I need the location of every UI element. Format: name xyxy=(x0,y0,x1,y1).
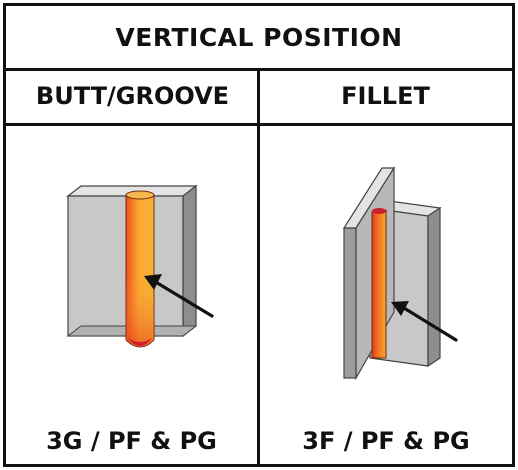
direction-arrow-line xyxy=(152,279,214,318)
plate-side-face xyxy=(182,184,197,338)
fillet-caption: 3F / PF & PG xyxy=(302,427,470,455)
butt-groove-cell: 3G / PF & PG xyxy=(6,126,257,464)
header-butt-groove: BUTT/GROOVE xyxy=(6,68,259,126)
weld-position-table: VERTICAL POSITION BUTT/GROOVE FILLET xyxy=(3,3,515,467)
base-plate-side xyxy=(427,206,441,368)
weld-top-cap xyxy=(125,190,155,200)
upright-plate-front xyxy=(343,227,357,379)
direction-arrow-line xyxy=(402,306,458,342)
direction-arrow-head xyxy=(391,301,409,316)
weld-root xyxy=(128,338,152,346)
butt-groove-illustration xyxy=(66,184,214,348)
table-title: VERTICAL POSITION xyxy=(6,6,512,71)
butt-groove-caption: 3G / PF & PG xyxy=(46,427,217,455)
direction-arrow-head xyxy=(144,274,162,290)
fillet-weld-top xyxy=(372,208,386,214)
fillet-weld-bead xyxy=(371,209,387,359)
column-divider xyxy=(257,68,260,464)
fillet-illustration xyxy=(342,165,458,381)
header-fillet: FILLET xyxy=(259,68,512,126)
fillet-cell: 3F / PF & PG xyxy=(260,126,512,464)
